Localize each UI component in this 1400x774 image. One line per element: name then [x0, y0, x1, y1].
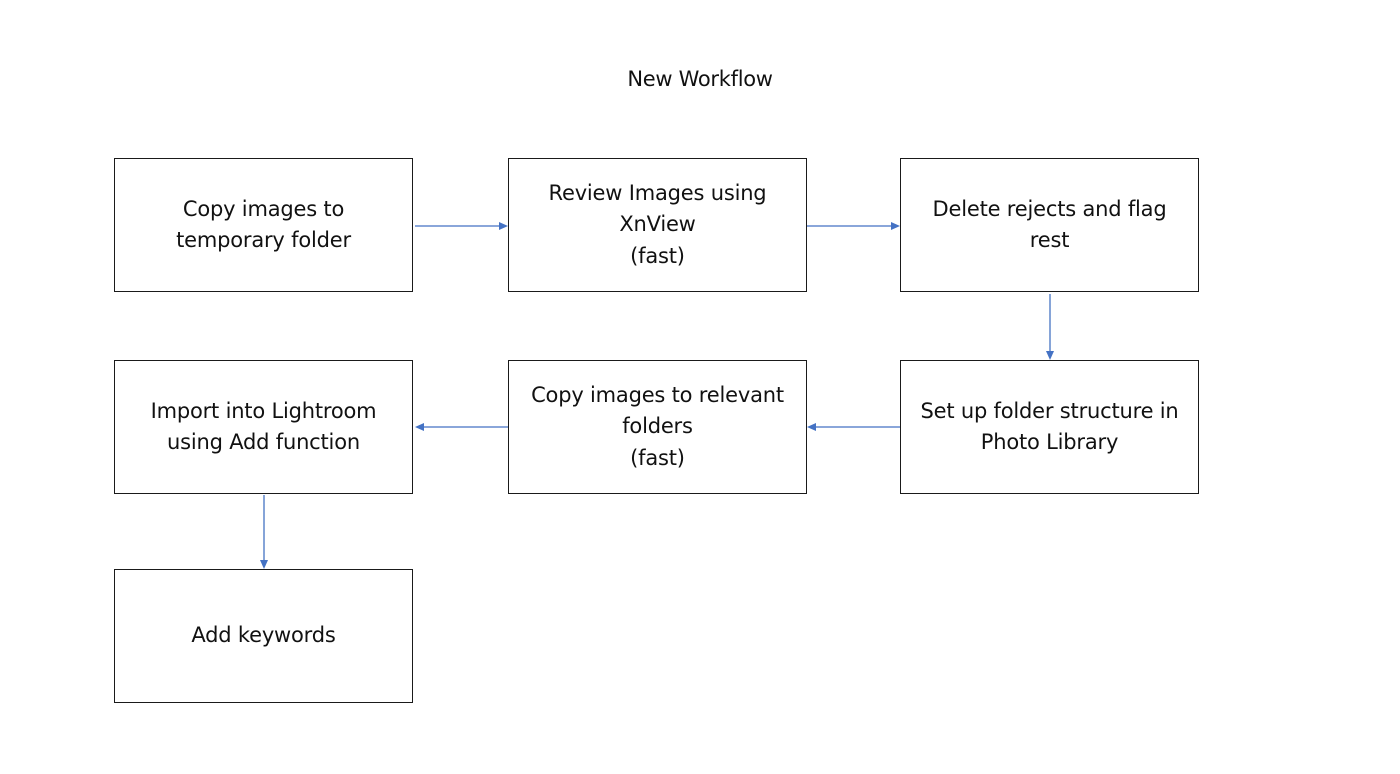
node-delete-rejects: Delete rejects and flag rest — [900, 158, 1199, 292]
node-delete-rejects-label: Delete rejects and flag rest — [932, 196, 1167, 253]
node-copy-temp: Copy images to temporary folder — [114, 158, 413, 292]
node-review-xnview-label: Review Images using XnView (fast) — [548, 180, 767, 268]
arrow-delete-to-folder-structure — [1046, 294, 1054, 360]
node-import-lightroom-label: Import into Lightroom using Add function — [150, 398, 377, 455]
arrow-copy-temp-to-review — [415, 222, 508, 230]
node-add-keywords-label: Add keywords — [191, 623, 336, 648]
node-copy-relevant: Copy images to relevant folders (fast) — [508, 360, 807, 494]
node-import-lightroom: Import into Lightroom using Add function — [114, 360, 413, 494]
arrow-folder-structure-to-copy-relevant — [807, 423, 900, 431]
node-copy-temp-label: Copy images to temporary folder — [176, 196, 351, 253]
node-review-xnview: Review Images using XnView (fast) — [508, 158, 807, 292]
diagram-title: New Workflow — [627, 67, 773, 91]
arrow-review-to-delete — [807, 222, 900, 230]
arrow-import-to-keywords — [260, 495, 268, 569]
node-folder-structure-label: Set up folder structure in Photo Library — [920, 398, 1179, 455]
node-add-keywords: Add keywords — [114, 569, 413, 703]
node-folder-structure: Set up folder structure in Photo Library — [900, 360, 1199, 494]
node-copy-relevant-label: Copy images to relevant folders (fast) — [531, 382, 784, 470]
arrow-copy-relevant-to-import — [415, 423, 508, 431]
